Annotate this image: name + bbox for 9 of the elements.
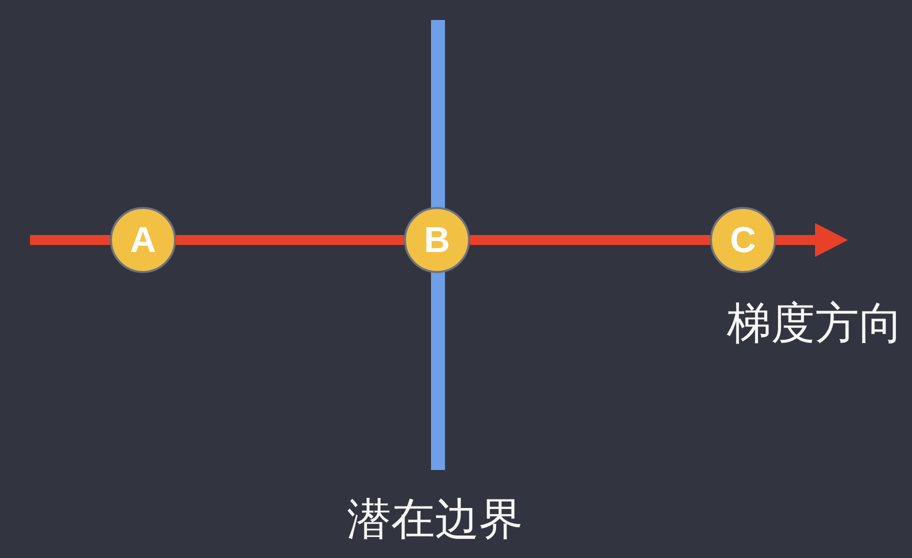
point-label: A [130,222,156,258]
boundary-label: 潜在边界 [347,498,523,542]
connector-line [30,235,110,245]
connector-line [176,235,404,245]
arrow [776,223,848,257]
direction-label: 梯度方向 [727,302,903,346]
point-label: B [424,222,450,258]
connector-line [470,235,710,245]
point-label: C [730,222,756,258]
